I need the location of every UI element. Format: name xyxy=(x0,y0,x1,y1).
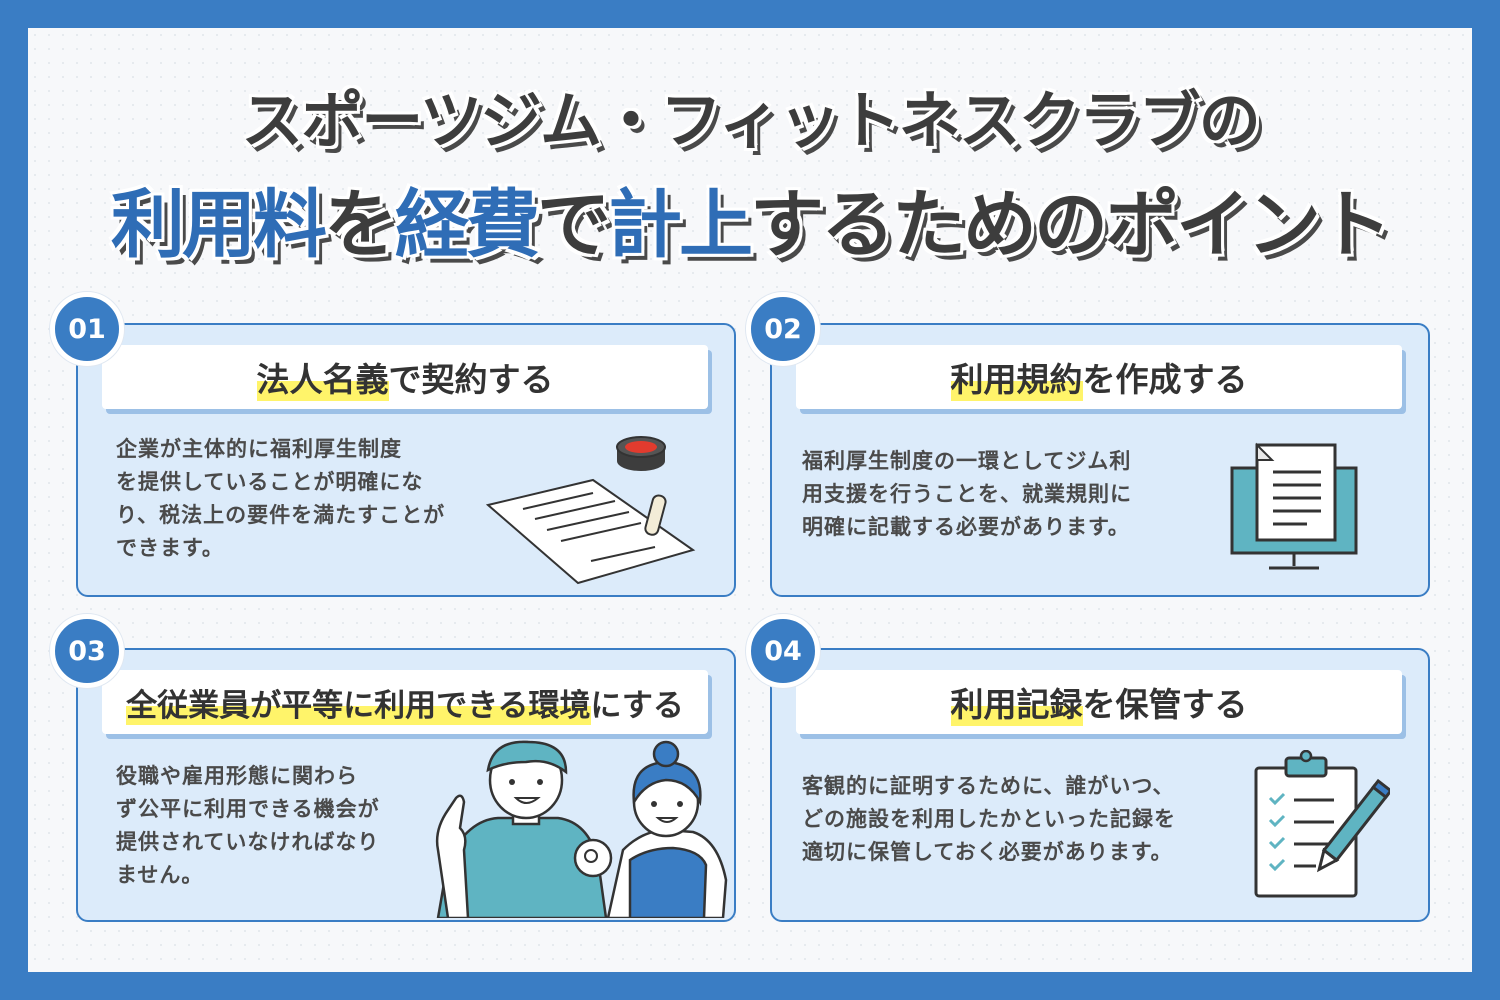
title-word-de: で xyxy=(537,182,611,268)
card-description: 福利厚生制度の一環としてジム利 用支援を行うことを、就業規則に 明確に記載する必… xyxy=(802,449,1132,539)
title-word-fee: 利用料 xyxy=(111,182,327,268)
card-heading: 法人名義で契約する xyxy=(102,345,708,409)
heading-rest: で契約する xyxy=(388,360,554,399)
monitor-document-icon xyxy=(1230,442,1358,570)
title-word-wo: を xyxy=(324,182,398,268)
heading-highlight: 全従業員が平等に利用できる環境 xyxy=(126,679,591,725)
title-line-2: 利用料を経費で計上するためのポイント xyxy=(0,165,1500,272)
point-card-01: 法人名義で契約する 企業が主体的に福利厚生制度 を提供していることが明確にな り… xyxy=(76,323,736,597)
card-heading: 利用記録を保管する xyxy=(796,670,1402,734)
heading-highlight: 利用規約 xyxy=(950,353,1083,401)
card-heading: 全従業員が平等に利用できる環境にする xyxy=(102,670,708,734)
heading-rest: にする xyxy=(590,687,684,724)
title-word-expense: 経費 xyxy=(395,182,540,268)
card-description: 役職や雇用形態に関わら ず公平に利用できる機会が 提供されていなければなり ませ… xyxy=(116,764,380,887)
title-line-1: スポーツジム・フィットネスクラブの xyxy=(241,84,1261,157)
heading-rest: を作成する xyxy=(1082,360,1248,399)
card-description: 客観的に証明するために、誰がいつ、 どの施設を利用したかといった記録を 適切に保… xyxy=(802,774,1176,864)
heading-highlight: 利用記録 xyxy=(950,678,1083,726)
number-badge-02: 02 xyxy=(746,292,820,366)
title-word-record: 計上 xyxy=(608,182,753,268)
point-card-03: 全従業員が平等に利用できる環境にする 役職や雇用形態に関わら ず公平に利用できる… xyxy=(76,648,736,922)
clipboard-checklist-icon xyxy=(1254,750,1390,898)
title-word-points: するためのポイント xyxy=(750,182,1392,268)
point-card-04: 利用記録を保管する 客観的に証明するために、誰がいつ、 どの施設を利用したかとい… xyxy=(770,648,1430,922)
card-description: 企業が主体的に福利厚生制度 を提供していることが明確にな り、税法上の要件を満た… xyxy=(116,437,446,560)
card-heading: 利用規約を作成する xyxy=(796,345,1402,409)
contract-stamp-icon xyxy=(485,436,696,585)
people-illustration xyxy=(435,740,728,918)
heading-rest: を保管する xyxy=(1082,685,1248,724)
point-card-02: 利用規約を作成する 福利厚生制度の一環としてジム利 用支援を行うことを、就業規則… xyxy=(770,323,1430,597)
number-badge-04: 04 xyxy=(746,614,820,688)
number-badge-01: 01 xyxy=(50,292,124,366)
heading-highlight: 法人名義 xyxy=(256,353,389,401)
number-badge-03: 03 xyxy=(50,614,124,688)
